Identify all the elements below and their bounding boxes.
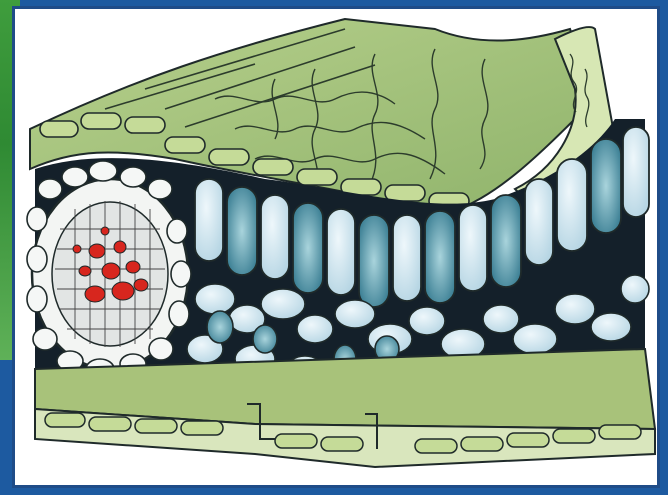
lower-epidermis bbox=[35, 349, 655, 467]
leaf-cross-section-illustration bbox=[15, 9, 657, 485]
image-frame bbox=[12, 6, 660, 488]
vascular-bundle bbox=[27, 161, 191, 379]
